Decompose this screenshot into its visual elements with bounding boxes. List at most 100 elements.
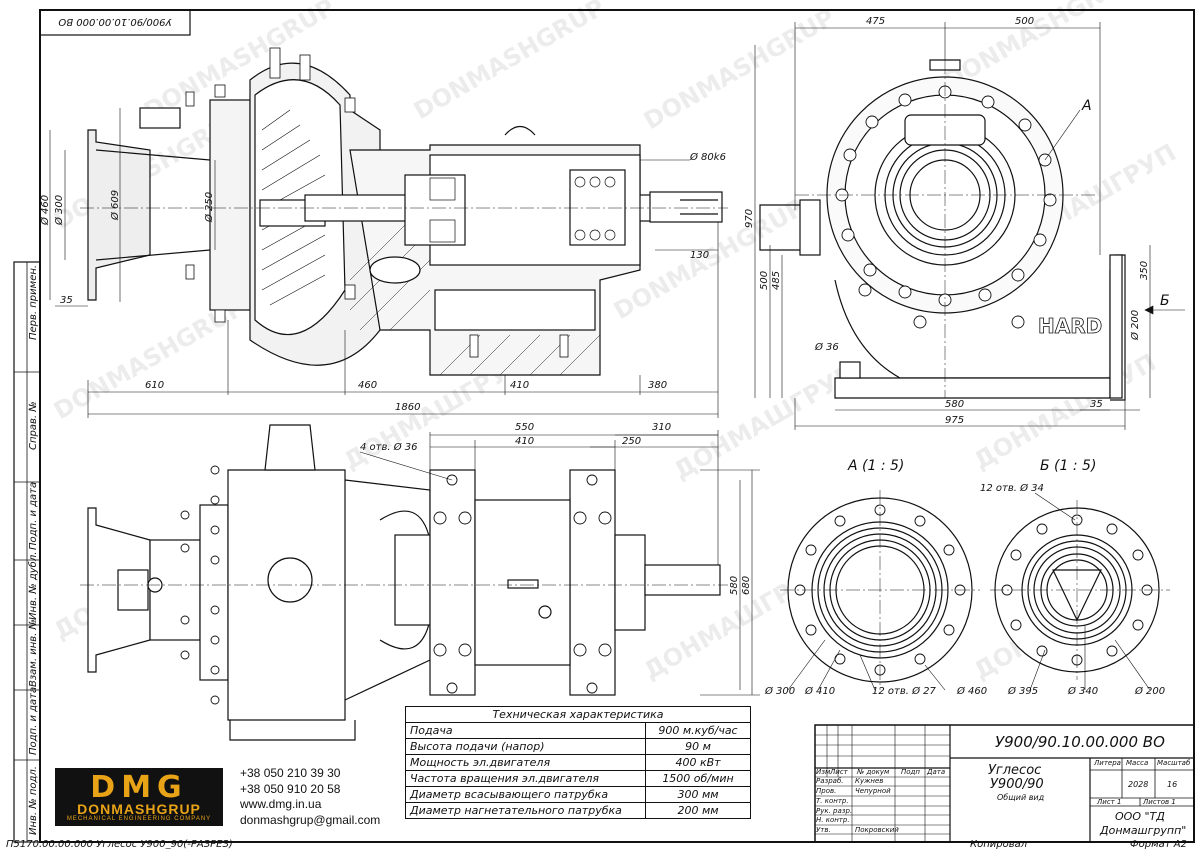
company-contacts: +38 050 210 39 30 +38 050 910 20 58 www.… [240, 766, 380, 828]
plan-view [80, 424, 728, 741]
spec-label: Мощность эл.двигателя [405, 754, 646, 771]
dim-l310: 310 [652, 422, 671, 433]
dim-l460: 460 [358, 380, 377, 391]
detail-a-title: А (1 : 5) [847, 458, 904, 474]
dim-l610: 610 [145, 380, 164, 391]
svg-text:DONMASHGRUP: DONMASHGRUP [639, 3, 840, 135]
tb-ruk: Рук. разр. [816, 807, 853, 815]
dim-l250: 250 [622, 436, 641, 447]
spec-row: Высота подачи (напор)90 м [405, 738, 751, 755]
spec-value: 400 кВт [645, 754, 751, 771]
title-block-grid [814, 724, 1195, 843]
tb-prov-name: Чепурной [855, 787, 891, 795]
dim-l410: 410 [510, 380, 529, 391]
tb-utv: Утв. [816, 826, 831, 834]
tb-massa-val: 2028 [1128, 780, 1149, 789]
tb-massa: Масса [1126, 759, 1149, 767]
dim-h580: 580 [729, 576, 740, 595]
dim-h500: 500 [759, 271, 770, 290]
dim-l1860: 1860 [395, 402, 420, 413]
dim-holes: 4 отв. Ø 36 [360, 441, 418, 453]
detail-b-d340: Ø 340 [1067, 685, 1098, 697]
svg-text:ДОНМАШГРУП: ДОНМАШГРУП [669, 358, 861, 485]
spec-value: 90 м [645, 738, 751, 755]
detail-a-holes: 12 отв. Ø 27 [872, 685, 937, 697]
svg-text:DONMASHGRUP: DONMASHGRUP [409, 0, 610, 125]
section-view [80, 47, 728, 376]
logo-name: DONMASHGRUP [77, 801, 201, 817]
dim-h350: 350 [1139, 261, 1150, 280]
tb-masshtab: Масштаб [1157, 759, 1191, 767]
spec-value: 200 мм [645, 802, 751, 819]
strip-label-6: Подп. и дата [28, 687, 39, 755]
tb-prov: Пров. [816, 787, 837, 795]
tb-org-2: Донмашгрупп" [1100, 824, 1187, 837]
logo-tagline: MECHANICAL ENGINEERING COMPANY [66, 816, 212, 822]
dim-h970: 970 [744, 209, 755, 228]
stamp-code: У900/90.10.00.000 ВО [58, 16, 171, 27]
tb-org-1: ООО "ТД [1115, 810, 1165, 823]
tb-name-1: Углесос [988, 763, 1042, 778]
dim-w35: 35 [1090, 399, 1103, 410]
dim-w500: 500 [1015, 16, 1034, 27]
dim-l35: 35 [60, 295, 73, 306]
callout-a: А [1081, 98, 1092, 114]
dim-d36: Ø 36 [814, 341, 839, 353]
dim-d200: Ø 200 [1129, 310, 1141, 341]
dim-w975: 975 [945, 415, 964, 426]
phone-1: +38 050 210 39 30 [240, 766, 341, 780]
dim-w475: 475 [866, 16, 885, 27]
detail-b-d200: Ø 200 [1134, 685, 1165, 697]
tb-col-izm: Изм [816, 768, 831, 776]
tb-col-sign: Подп [901, 768, 920, 776]
dim-d300: Ø 300 [53, 195, 65, 226]
logo-letters: DMG [90, 770, 188, 805]
detail-a-d300: Ø 300 [764, 685, 795, 697]
tb-name-3: Общий вид [997, 793, 1045, 802]
website-link[interactable]: www.dmg.in.ua [240, 797, 322, 811]
dim-d609: Ø 609 [109, 190, 121, 221]
strip-label-1: Перв. примен. [28, 265, 39, 340]
strip-label-2: Справ. № [28, 401, 39, 450]
strip-label-4: Инв. № дубл. [27, 552, 39, 620]
tb-designation: У900/90.10.00.000 ВО [995, 733, 1165, 751]
tb-tkontr: Т. контр. [816, 797, 849, 805]
dim-d250: Ø 250 [203, 192, 215, 223]
strip-label-7: Инв. № подл. [28, 766, 39, 835]
spec-value: 300 мм [645, 786, 751, 803]
spec-label: Высота подачи (напор) [405, 738, 646, 755]
detail-a [780, 490, 980, 690]
dim-h680: 680 [741, 576, 752, 595]
spec-label: Диаметр нагнетательного патрубка [405, 802, 646, 819]
tb-sheet: Лист 1 [1097, 798, 1122, 806]
detail-b [990, 500, 1170, 680]
brand-hard: HARD [1038, 314, 1102, 338]
dim-h485: 485 [771, 271, 782, 290]
tb-nkontr: Н. контр. [816, 816, 850, 824]
tb-litera: Литера [1094, 759, 1121, 767]
phone-2: +38 050 910 20 58 [240, 781, 341, 796]
dim-l130: 130 [690, 250, 709, 261]
email-link[interactable]: donmashgrup@gmail.com [240, 812, 381, 827]
company-logo: DMG DONMASHGRUP MECHANICAL ENGINEERING C… [55, 768, 223, 826]
spec-label: Подача [405, 722, 646, 739]
tb-razrab-name: Кужнев [855, 777, 884, 785]
detail-b-title: Б (1 : 5) [1040, 458, 1096, 474]
footer-left: П5170.00.00.000 Углесос У900_90(-РАЗРЕЗ) [6, 839, 233, 849]
svg-text:ДОНМАШГРУП: ДОНМАШГРУП [969, 348, 1161, 475]
spec-label: Диаметр всасывающего патрубка [405, 786, 646, 803]
callout-b: Б [1160, 293, 1170, 309]
footer-copy: Копировал [970, 839, 1028, 849]
stamp-box [39, 9, 191, 36]
detail-a-d410: Ø 410 [804, 685, 835, 697]
spec-value: 1500 об/мин [645, 770, 751, 787]
spec-label: Частота вращения эл.двигателя [405, 770, 646, 787]
strip-label-3: Подп. и дата [28, 482, 39, 550]
dim-l380: 380 [648, 380, 667, 391]
spec-title: Техническая характеристика [405, 706, 751, 723]
